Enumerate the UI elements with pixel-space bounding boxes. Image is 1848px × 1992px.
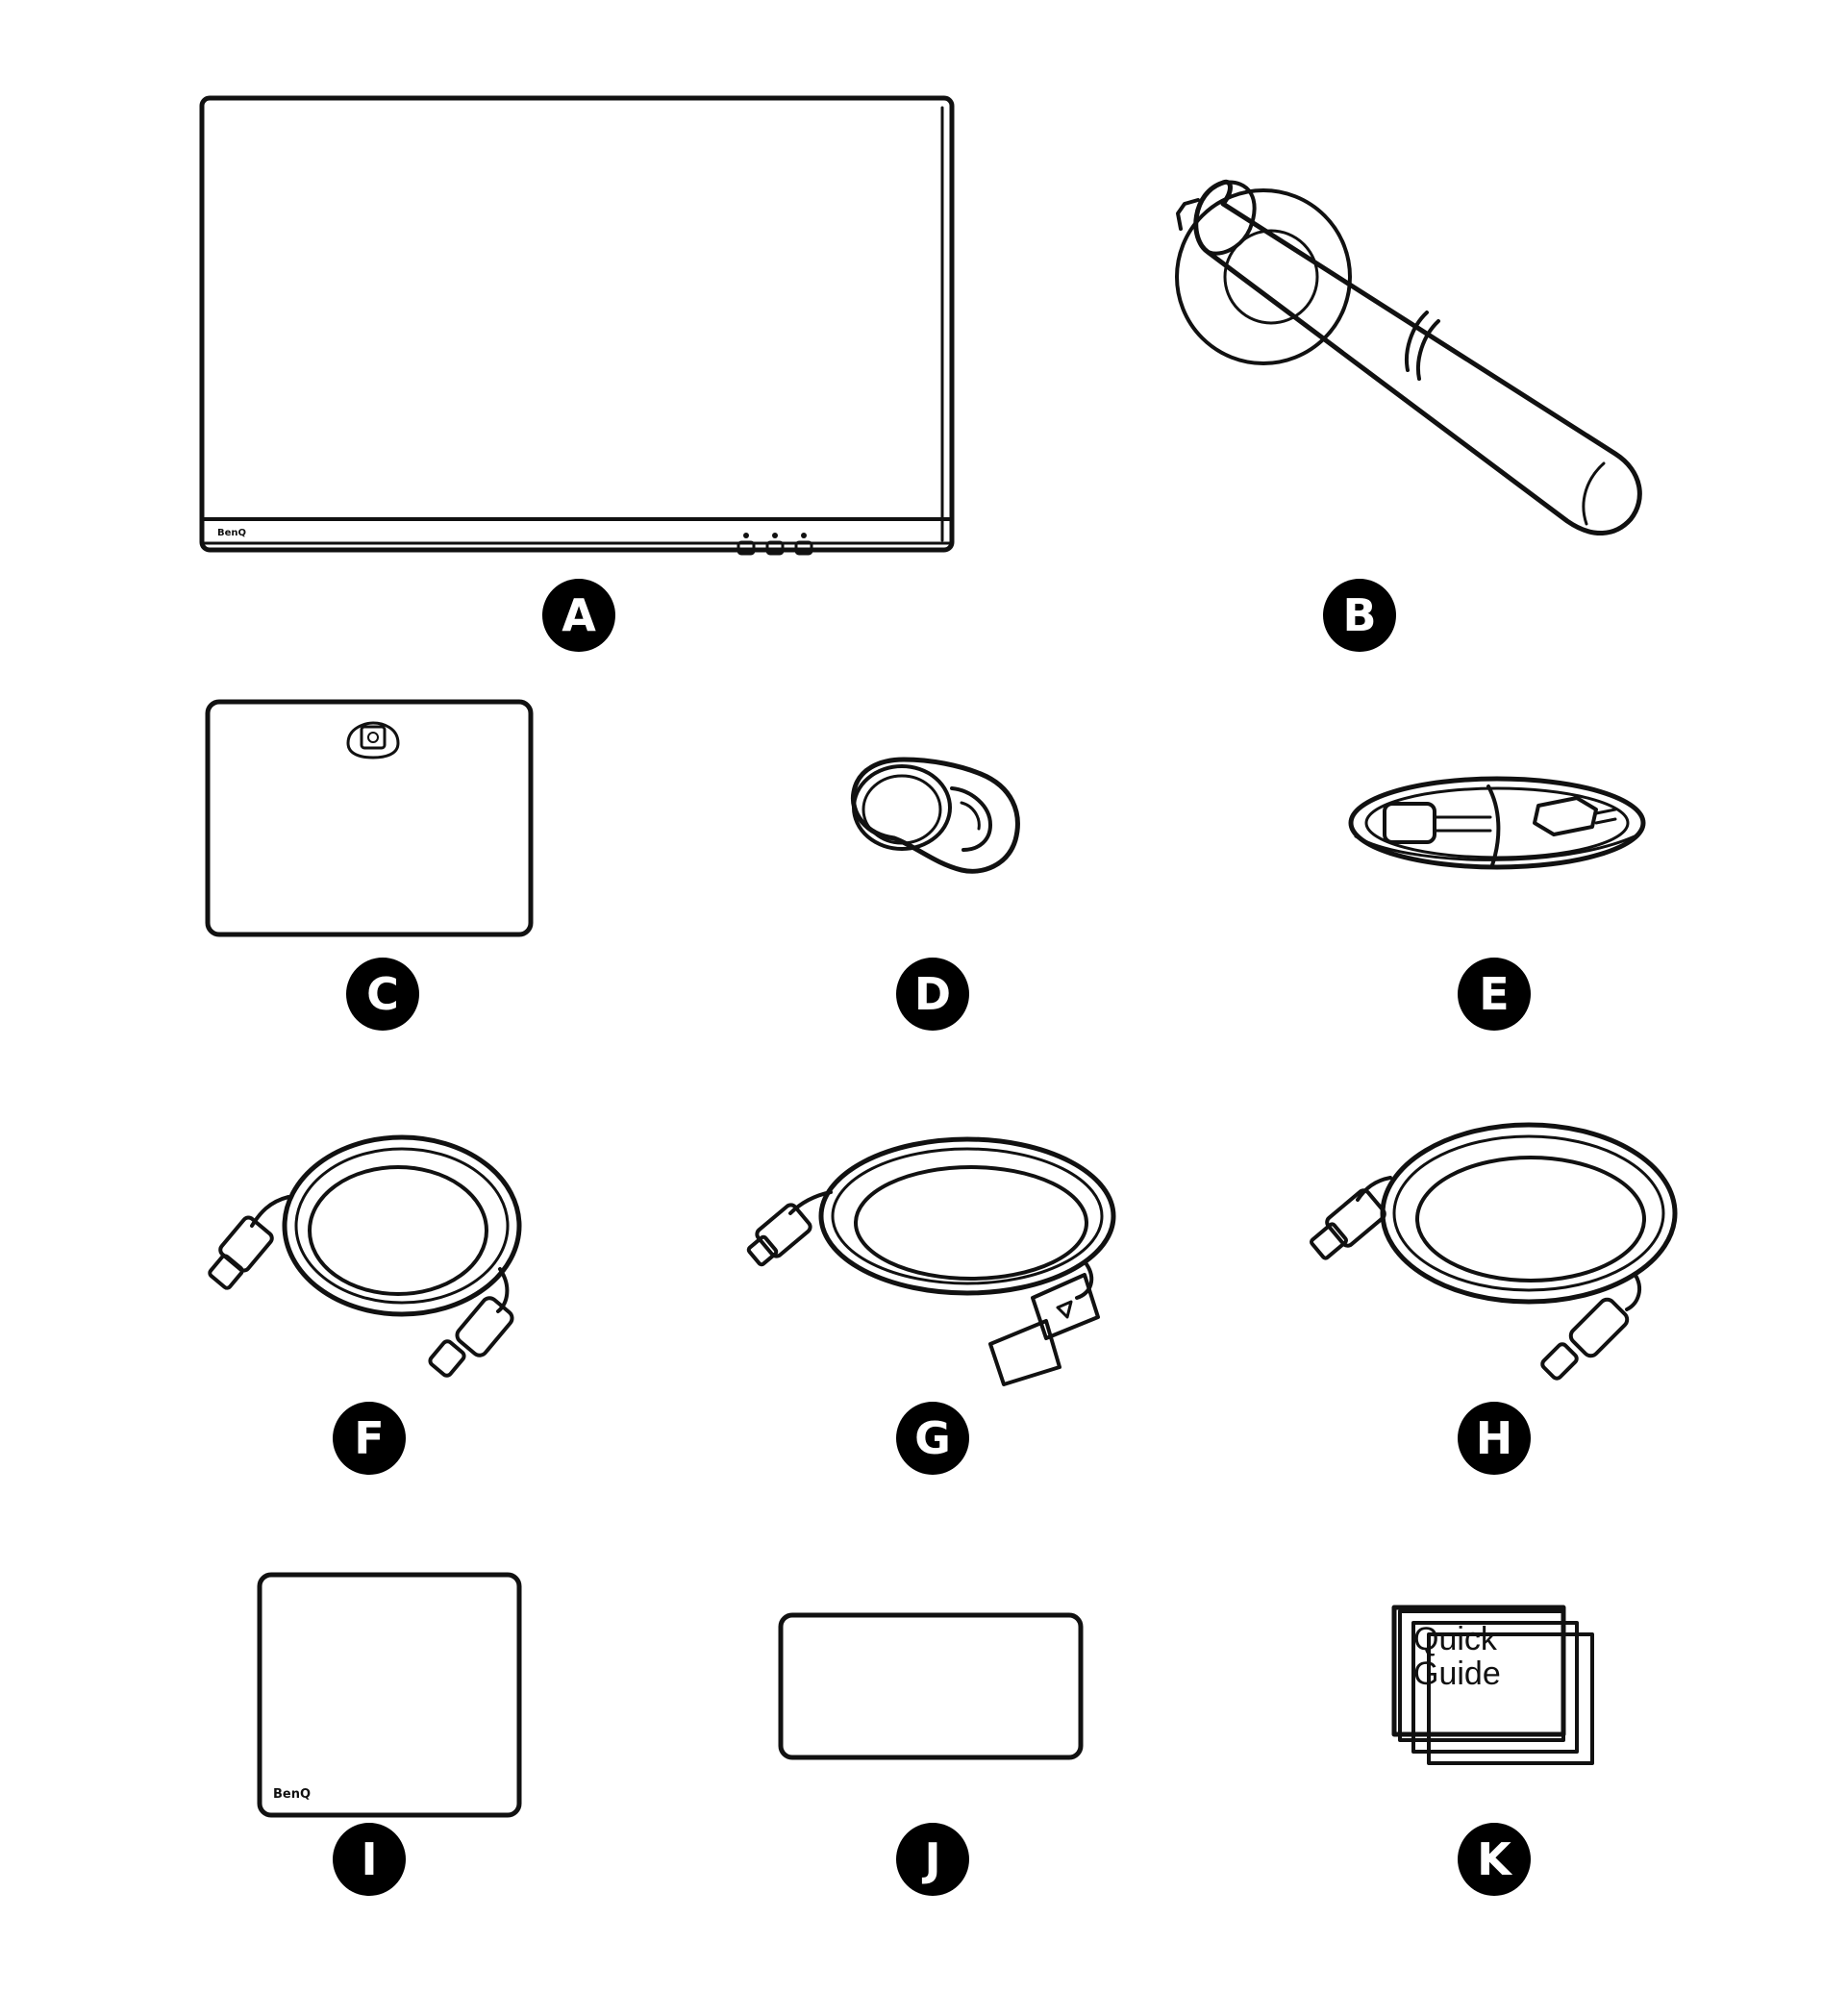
badge-letter: J bbox=[921, 1833, 940, 1885]
badge-E: E bbox=[1458, 958, 1531, 1031]
badge-F: F bbox=[333, 1402, 406, 1475]
badge-letter: I bbox=[361, 1833, 377, 1885]
cable-clip-icon bbox=[850, 757, 1020, 874]
badge-H: H bbox=[1458, 1402, 1531, 1475]
usb-c-cable-icon bbox=[208, 1134, 522, 1378]
badge-D: D bbox=[896, 958, 969, 1031]
mouse-pad-brand-logo: BenQ bbox=[273, 1787, 311, 1802]
monitor-brand-logo: BenQ bbox=[217, 528, 246, 538]
displayport-cable-icon bbox=[746, 1136, 1116, 1386]
quick-guide-title-line1: Quick bbox=[1413, 1621, 1498, 1657]
back-cover-icon bbox=[205, 699, 534, 937]
power-cord-icon bbox=[1348, 776, 1646, 870]
badge-letter: A bbox=[562, 589, 596, 641]
badge-K: K bbox=[1458, 1823, 1531, 1896]
monitor-icon: BenQ bbox=[199, 95, 955, 556]
quick-guide-title-line2: Guide bbox=[1413, 1656, 1501, 1692]
badge-C: C bbox=[346, 958, 419, 1031]
quick-guide-icon: Quick Guide bbox=[1391, 1605, 1594, 1765]
mouse-pad-icon: BenQ bbox=[257, 1572, 522, 1818]
badge-I: I bbox=[333, 1823, 406, 1896]
badge-B: B bbox=[1323, 579, 1396, 652]
badge-letter: F bbox=[354, 1412, 384, 1464]
badge-letter: G bbox=[914, 1412, 951, 1464]
badge-letter: C bbox=[366, 968, 399, 1020]
badge-letter: K bbox=[1477, 1833, 1513, 1885]
usb-a-to-c-cable-icon bbox=[1310, 1122, 1678, 1381]
badge-J: J bbox=[896, 1823, 969, 1896]
badge-A: A bbox=[542, 579, 615, 652]
stand-arm-icon bbox=[1175, 179, 1642, 535]
badge-letter: E bbox=[1479, 968, 1509, 1020]
card-icon bbox=[778, 1612, 1084, 1760]
badge-letter: H bbox=[1476, 1412, 1513, 1464]
badge-G: G bbox=[896, 1402, 969, 1475]
badge-letter: D bbox=[914, 968, 951, 1020]
badge-letter: B bbox=[1342, 589, 1376, 641]
